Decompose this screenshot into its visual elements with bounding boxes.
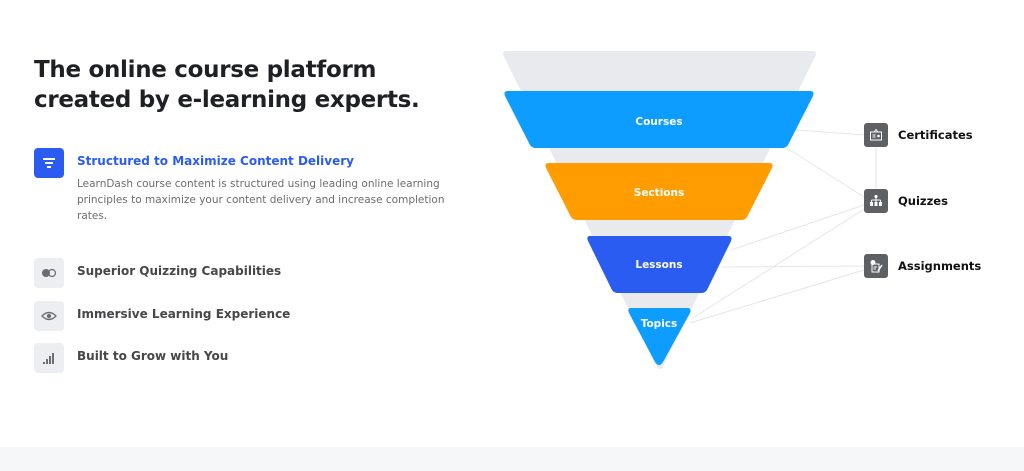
feature-grow-title[interactable]: Built to Grow with You (77, 349, 229, 363)
assignments-icon (864, 254, 888, 278)
output-certificates: Certificates (898, 128, 973, 142)
funnel-level-lessons[interactable] (587, 236, 732, 293)
feature-structured-description: LearnDash course content is structured u… (77, 178, 445, 222)
feature-structured-title[interactable]: Structured to Maximize Content Delivery (77, 154, 354, 168)
feature-quizzing-icon-box[interactable] (34, 258, 64, 288)
funnel-label-courses: Courses (635, 116, 682, 128)
feature-immersive-title[interactable]: Immersive Learning Experience (77, 307, 291, 321)
signal-bars-icon (43, 353, 54, 364)
funnel-level-topics[interactable] (628, 308, 691, 365)
feature-quizzing-title[interactable]: Superior Quizzing Capabilities (77, 264, 282, 278)
next-section-band (0, 447, 1024, 471)
feature-immersive-icon-box[interactable] (34, 301, 64, 331)
funnel-level-sections[interactable] (545, 163, 773, 220)
funnel-icon (43, 158, 55, 168)
feature-structured-icon-box[interactable] (34, 148, 64, 178)
title-line-1: The online course platform (34, 57, 377, 83)
certificates-icon (864, 123, 888, 147)
funnel-label-sections: Sections (634, 187, 684, 199)
feature-grow-icon-box[interactable] (34, 343, 64, 373)
eye-icon (41, 311, 57, 321)
funnel-label-lessons: Lessons (635, 259, 682, 271)
funnel-label-topics: Topics (641, 318, 678, 330)
quizzes-icon (864, 189, 888, 213)
output-quizzes: Quizzes (898, 194, 948, 208)
title-line-2: created by e-learning experts. (34, 87, 420, 113)
output-assignments: Assignments (898, 259, 982, 273)
quiz-toggle-icon (42, 268, 57, 278)
funnel-level-courses[interactable] (504, 91, 814, 148)
connector-lines (689, 129, 877, 324)
page-title: The online course platform created by e-l… (34, 55, 420, 115)
